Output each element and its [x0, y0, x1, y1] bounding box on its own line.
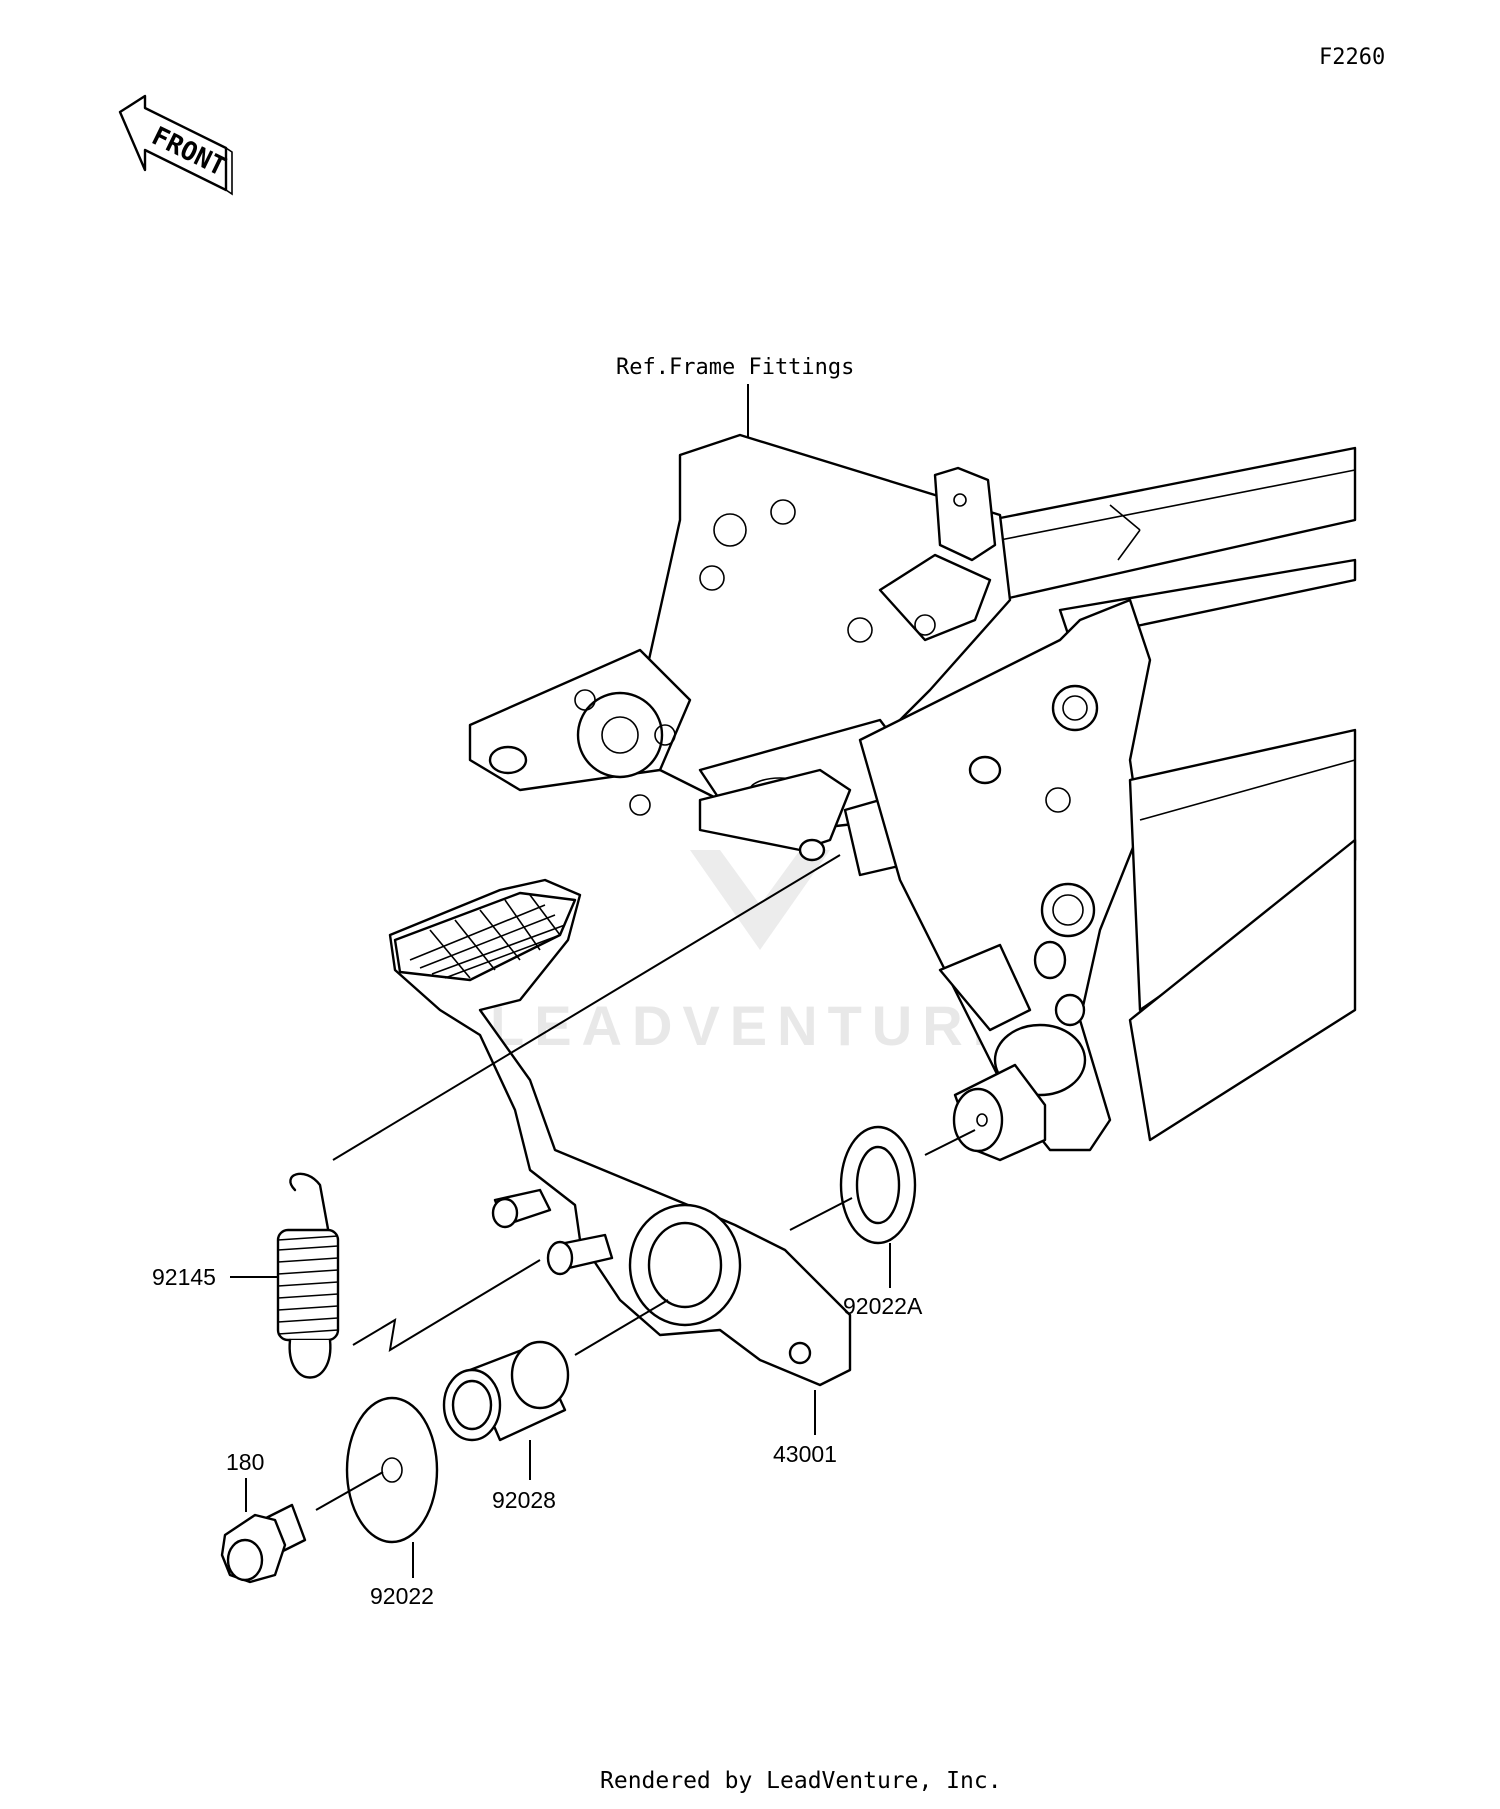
washer-92022a-drawing [839, 1125, 917, 1245]
assembly-lines [230, 854, 976, 1578]
part-label-180: 180 [226, 1449, 264, 1475]
watermark-text: LEADVENTURE [490, 994, 1020, 1057]
footer-credit: Rendered by LeadVenture, Inc. [600, 1768, 1002, 1794]
part-label-92022a: 92022A [843, 1293, 923, 1319]
part-label-43001: 43001 [773, 1441, 837, 1467]
front-arrow-icon: FRONT [118, 94, 233, 196]
brake-pedal-drawing [388, 878, 852, 1387]
part-label-92145: 92145 [152, 1264, 216, 1290]
collar-92028-drawing [442, 1340, 570, 1442]
watermark: LEADVENTURE [490, 850, 1020, 1057]
part-label-92028: 92028 [492, 1487, 556, 1513]
diagram-code: F2260 [1319, 45, 1385, 70]
bolt-180-drawing [220, 1503, 307, 1584]
return-spring-drawing [276, 1172, 340, 1379]
frame-fittings-drawing [468, 433, 1357, 1162]
part-label-92022: 92022 [370, 1583, 434, 1609]
washer-92022-drawing [345, 1396, 439, 1544]
ref-frame-label: Ref.Frame Fittings [616, 355, 854, 380]
